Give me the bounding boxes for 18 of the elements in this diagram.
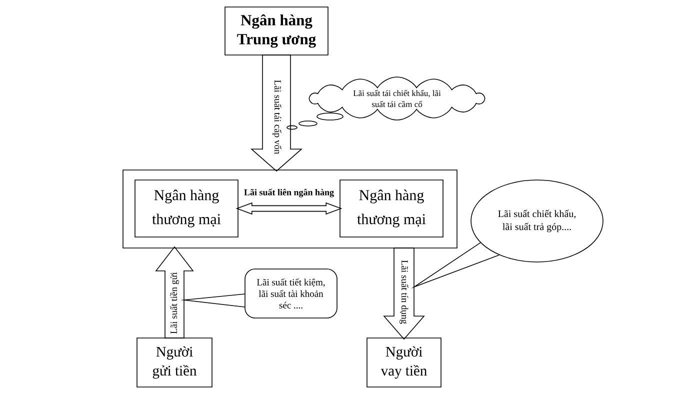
bank-box: Ngân hàng thương mại: [340, 180, 444, 238]
edge-label: Lãi suất tái cấp vốn: [272, 78, 282, 156]
edge-label: Lãi suất tiền gửi: [169, 271, 180, 335]
callout-tail: [410, 242, 500, 289]
speech-bubble: Lãi suất chiết khấu, lãi suất trả góp....: [470, 180, 604, 262]
callout-tail: [180, 294, 245, 308]
thought-cloud: Lãi suất tái chiết khấu, lãi suất tái cầm cố: [286, 76, 486, 130]
edge-label: Lãi suất liên ngân hàng: [243, 188, 336, 198]
block-arrow: [155, 246, 194, 338]
block-arrow: [383, 248, 425, 340]
callout-box: Lãi suất tiết kiệm, lãi suất tài khoản séc ....: [244, 268, 338, 318]
person-box: Người gửi tiền: [136, 338, 212, 388]
edge-label: Lãi suất tín dụng: [398, 258, 410, 326]
group-frame: [122, 170, 458, 248]
bank-box: Ngân hàng Trung ương: [224, 6, 328, 56]
person-box: Người vay tiền: [366, 338, 442, 388]
block-arrow: [250, 54, 303, 172]
bank-box: Ngân hàng thương mại: [134, 180, 238, 238]
